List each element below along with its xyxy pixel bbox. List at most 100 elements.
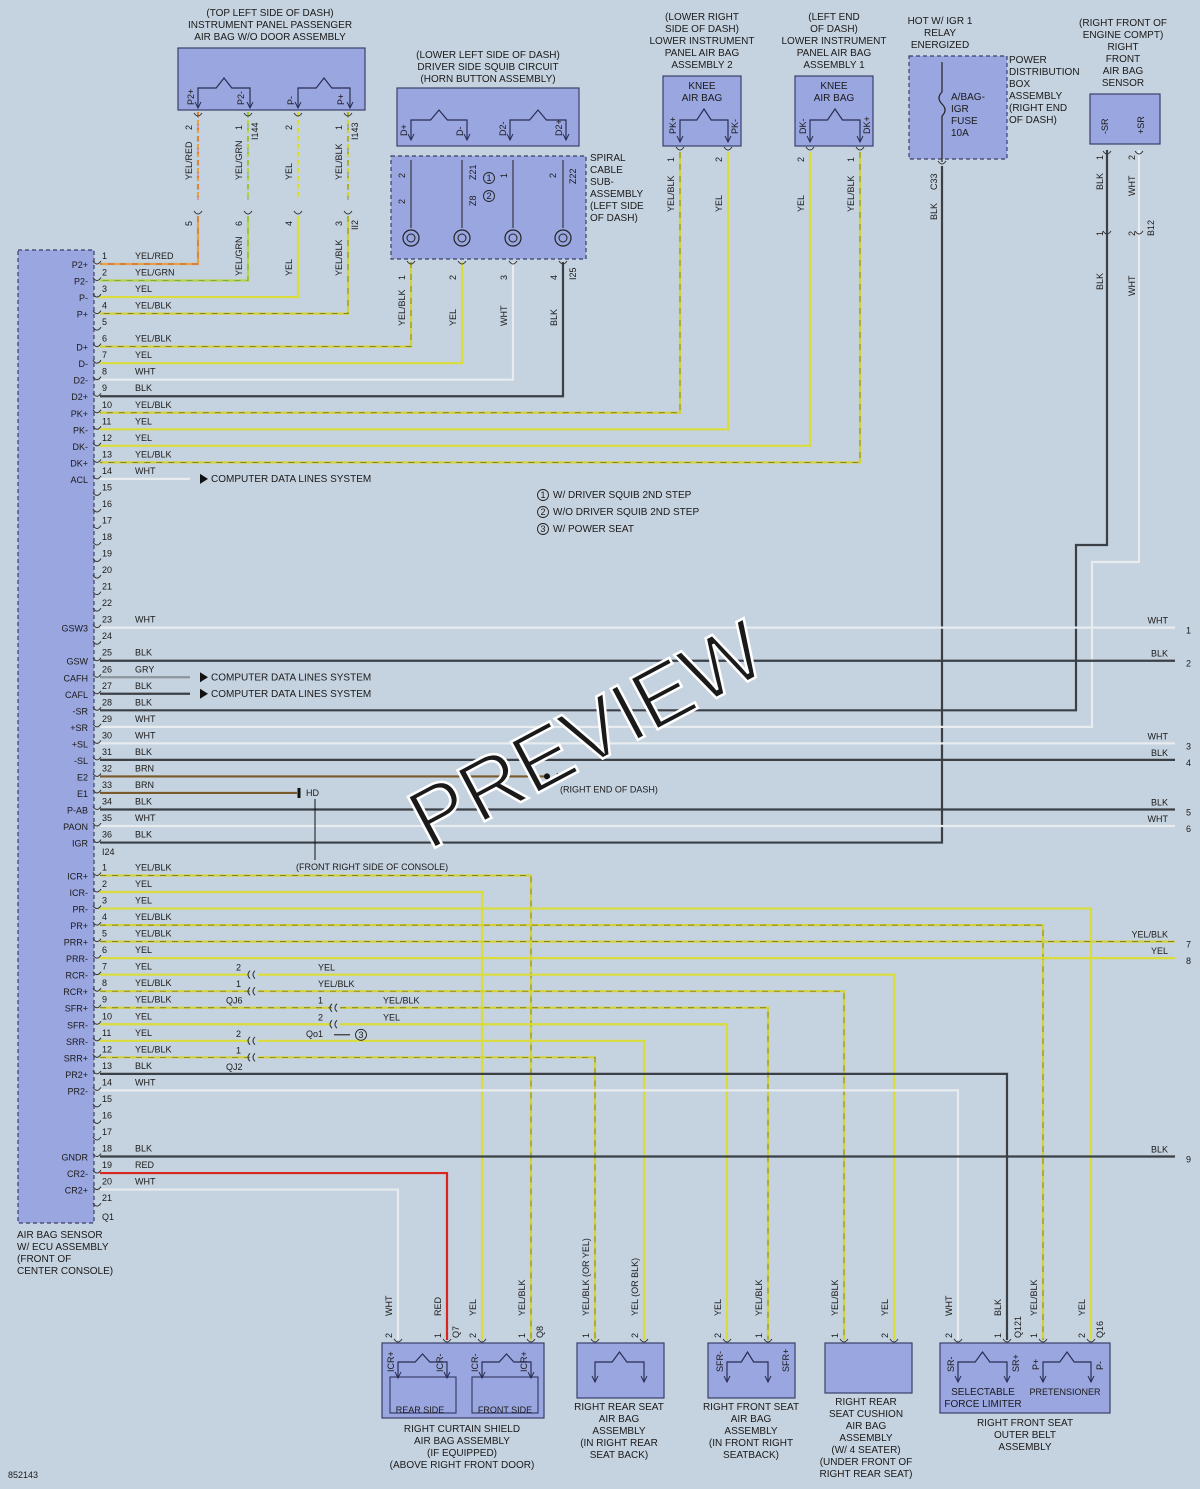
wire-color-label: WHT (135, 367, 156, 377)
ecu-pin-name: ICR+ (67, 872, 88, 882)
wire-color-label: YEL (714, 195, 724, 212)
outer-belt-caption: OUTER BELT (994, 1430, 1056, 1441)
rcr-minus-wire (258, 973, 896, 1340)
ecu-pin-number: 14 (102, 1077, 112, 1087)
connector-mark (393, 1338, 403, 1343)
connector-mark (92, 1037, 102, 1042)
arrowhead (954, 1375, 962, 1384)
wire-color-label: BLK (1151, 649, 1168, 659)
front-sensor-caption: SENSOR (1102, 78, 1144, 89)
wire-color-label: WHT (135, 1077, 156, 1087)
rear-seat-caption: (IN RIGHT REAR (580, 1438, 658, 1449)
pin-number: 1 (1095, 231, 1105, 236)
seat-cushion-airbag-box (824, 1342, 913, 1394)
wire-color-label: YEL/BLK (334, 239, 344, 276)
wire-color-label: YEL (135, 879, 152, 889)
wire-color-label: YEL (135, 350, 152, 360)
ecu-pin-name: PR2- (67, 1086, 88, 1096)
wire-color-label: WHT (135, 714, 156, 724)
wire-color-label: YEL/BLK (135, 995, 172, 1005)
wire-color-label: WHT (384, 1295, 394, 1316)
terminal-label: ICR+ (386, 1351, 396, 1372)
pdb-caption: DISTRIBUTION (1009, 67, 1080, 78)
rear-seat-caption: SEAT BACK) (590, 1450, 649, 1461)
connector-mark (92, 326, 102, 331)
ecu-pin-number: 8 (102, 978, 107, 988)
wire-color-label: YEL/BLK (318, 979, 355, 989)
ecu-pin-name: PRR+ (64, 938, 88, 948)
arrowhead (463, 133, 471, 142)
ground-label: IC (556, 771, 566, 781)
terminal-label: SR+ (1011, 1354, 1021, 1372)
wire-color-label: YEL/RED (184, 141, 194, 180)
spiral-cable-wire-stripe (100, 262, 412, 347)
connector-mark (558, 260, 568, 265)
connector-mark (92, 905, 102, 910)
ecu-pin-number: 3 (102, 896, 107, 906)
connector-mark (343, 210, 353, 215)
ecu-pin-name: +SL (72, 739, 88, 749)
ecu-connector-id: Q1 (102, 1212, 114, 1222)
connector-mark (92, 459, 102, 463)
ground-location: (FRONT RIGHT SIDE OF CONSOLE) (296, 862, 448, 872)
pin-number: 1 (830, 1333, 840, 1338)
pdb-caption: ASSEMBLY (1009, 91, 1062, 102)
wire-color-label: WHT (1148, 814, 1169, 824)
connector-mark (406, 260, 416, 265)
cushion-caption: (UNDER FRONT OF (820, 1457, 913, 1468)
connector-mark (92, 690, 102, 695)
curtain-caption: (IF EQUIPPED) (427, 1448, 497, 1459)
wire-color-label: WHT (944, 1295, 954, 1316)
terminal-label: SR- (946, 1356, 956, 1372)
connector-mark (763, 1338, 773, 1343)
ecu-pin-number: 25 (102, 648, 112, 658)
wire-color-label: WHT (499, 305, 509, 326)
passenger-airbag-caption: AIR BAG W/O DOOR ASSEMBLY (194, 32, 346, 43)
ecu-pin-number: 12 (102, 433, 112, 443)
pin-number: 2 (548, 173, 558, 178)
wire-color-label: WHT (1127, 175, 1137, 196)
ecu-pin-name: P2+ (72, 260, 88, 270)
ecu-pin-number: 8 (102, 367, 107, 377)
connector-id: QJ6 (226, 996, 243, 1006)
knee-airbag-2-caption: (LOWER RIGHT (665, 12, 739, 23)
exit-number: 7 (1186, 940, 1191, 950)
knee-airbag-2-caption: LOWER INSTRUMENT (650, 36, 755, 47)
ecu-pin-name: ICR- (70, 888, 89, 898)
wire-color-label: YEL (135, 433, 152, 443)
diagram-id: 852143 (8, 1470, 38, 1480)
front-seat-caption: SEATBACK) (723, 1450, 779, 1461)
pin-number: 1 (499, 173, 509, 178)
knee-airbag-2-wire-stripe (100, 152, 681, 414)
ecu-pin-number: 16 (102, 1110, 112, 1120)
pin-number: 2 (944, 1333, 954, 1338)
wire-color-label: BLK (929, 203, 939, 220)
terminal-label: -SR (1100, 118, 1110, 134)
pin-number: 4 (284, 221, 294, 226)
ecu-pin-number: 13 (102, 449, 112, 459)
spiral-cable-wire (100, 262, 464, 365)
wire-color-label: WHT (1127, 275, 1137, 296)
connector-mark (92, 673, 102, 678)
pdb-caption: (RIGHT END (1009, 103, 1067, 114)
ecu-pin-number: 28 (102, 697, 112, 707)
connector-mark (92, 723, 102, 728)
ecu-pin-name: PRR- (66, 954, 88, 964)
wire-color-label: BLK (1151, 1145, 1168, 1155)
terminal-label: D- (455, 127, 465, 137)
arrowhead (246, 101, 254, 110)
connector-mark (889, 1338, 899, 1343)
connector-id: Q7 (451, 1326, 461, 1338)
arrowhead (1039, 1375, 1047, 1384)
connector-mark (805, 146, 815, 151)
wire-color-label: YEL/BLK (754, 1279, 764, 1316)
ecu-pin-number: 6 (102, 945, 107, 955)
fuse-icon (938, 62, 946, 162)
wire-color-label: WHT (135, 813, 156, 823)
connector-mark (92, 954, 102, 959)
connector-mark (92, 293, 102, 298)
note-marker-num: 3 (358, 1030, 363, 1040)
wire-color-label: WHT (135, 730, 156, 740)
connector-id: Q16 (1095, 1321, 1105, 1338)
connector-mark (92, 1020, 102, 1025)
